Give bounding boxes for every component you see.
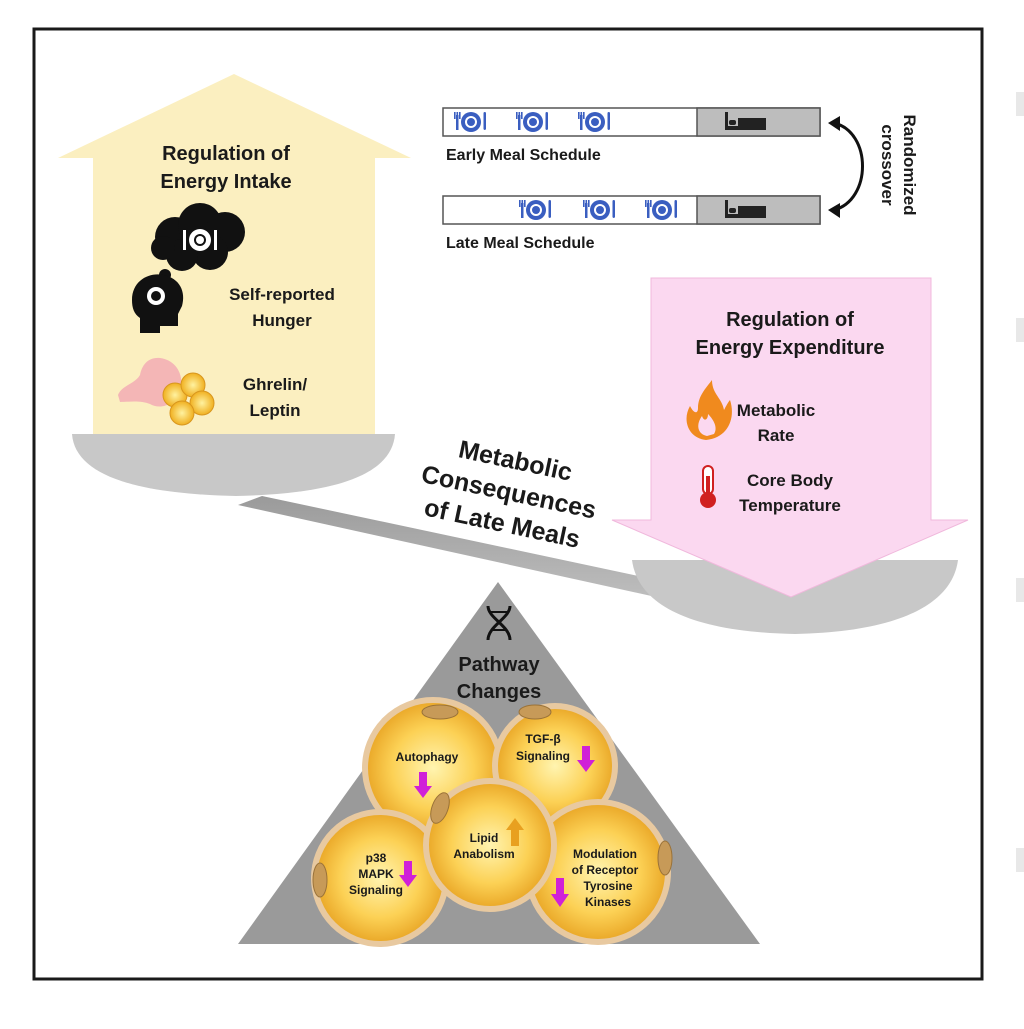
flame-icon xyxy=(686,380,732,440)
decrease-arrow xyxy=(419,772,427,786)
crossover-label: crossover xyxy=(878,124,897,206)
hormone-label: Ghrelin/ xyxy=(243,375,308,394)
rtk-label: of Receptor xyxy=(572,863,639,877)
thermometer-icon xyxy=(700,465,716,508)
decrease-arrow xyxy=(582,746,590,760)
early-meal-schedule-bar xyxy=(442,107,821,137)
energy-intake-title: Regulation of xyxy=(162,143,290,165)
energy-intake-arrow xyxy=(58,74,411,444)
early-meal-schedule-label: Early Meal Schedule xyxy=(446,147,601,164)
late-meal-schedule-bar xyxy=(442,195,821,225)
decrease-arrow xyxy=(556,878,564,894)
page-edge-mark xyxy=(1016,318,1024,342)
stomach-adipose-icon xyxy=(118,357,215,426)
increase-arrow xyxy=(506,818,524,830)
crossover-curved-arrow xyxy=(828,116,864,218)
energy-expenditure-title: Regulation of xyxy=(726,309,854,331)
lipid-anabolism-cell: Lipid Anabolism xyxy=(423,778,557,912)
right-balance-pan xyxy=(632,560,958,634)
p38-label: Signaling xyxy=(349,883,403,897)
p38-mapk-cell: p38 MAPK Signaling xyxy=(311,809,449,947)
head-brain-icon xyxy=(132,274,184,333)
page-edge-mark xyxy=(1016,848,1024,872)
decrease-arrow xyxy=(414,786,432,798)
pathway-changes-title: Changes xyxy=(457,681,541,703)
rtk-label: Kinases xyxy=(585,895,631,909)
crossover-label: Randomized xyxy=(900,114,919,215)
late-meal-schedule-label: Late Meal Schedule xyxy=(446,235,595,252)
balance-beam xyxy=(238,496,770,616)
tgf-beta-label: TGF-β xyxy=(525,732,560,746)
decrease-arrow xyxy=(404,861,412,875)
energy-expenditure-arrow xyxy=(611,277,969,598)
tgf-beta-label: Signaling xyxy=(516,749,570,763)
p38-label: p38 xyxy=(366,851,387,865)
hormone-label: Leptin xyxy=(250,401,301,420)
dna-icon xyxy=(486,605,512,641)
page-edge-mark xyxy=(1016,578,1024,602)
energy-expenditure-title: Energy Expenditure xyxy=(696,337,885,359)
decrease-arrow xyxy=(399,875,417,887)
core-temperature-label: Core Body xyxy=(747,471,834,490)
metabolic-rate-label: Metabolic xyxy=(737,401,815,420)
p38-label: MAPK xyxy=(358,867,394,881)
left-balance-pan xyxy=(72,434,395,496)
rtk-cell: Modulation of Receptor Tyrosine Kinases xyxy=(525,799,673,945)
decrease-arrow xyxy=(551,894,569,907)
hunger-label: Hunger xyxy=(252,311,312,330)
pathway-changes-title: Pathway xyxy=(458,654,540,676)
lipid-anabolism-label: Lipid xyxy=(470,831,499,845)
decrease-arrow xyxy=(577,760,595,772)
metabolic-rate-label: Rate xyxy=(758,426,795,445)
hunger-label: Self-reported xyxy=(229,285,335,304)
rtk-label: Tyrosine xyxy=(583,879,632,893)
energy-intake-title: Energy Intake xyxy=(160,171,291,193)
core-temperature-label: Temperature xyxy=(739,496,841,515)
lipid-anabolism-label: Anabolism xyxy=(453,847,514,861)
autophagy-label: Autophagy xyxy=(396,750,459,764)
increase-arrow xyxy=(511,830,519,846)
rtk-label: Modulation xyxy=(573,847,637,861)
page-edge-mark xyxy=(1016,92,1024,116)
